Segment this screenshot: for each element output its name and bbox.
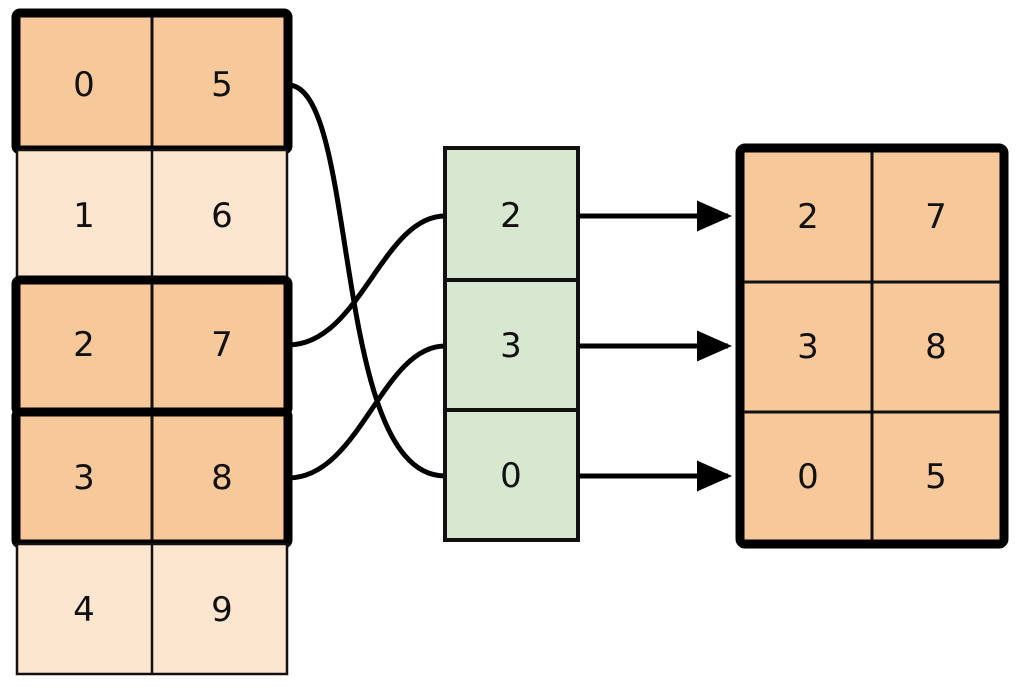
- source-row-1[interactable]: 1 6: [15, 148, 289, 282]
- connector-row0-to-index2: [285, 82, 448, 479]
- result-cell-1-1: 8: [925, 327, 947, 367]
- result-table: 2 7 3 8 0 5: [735, 143, 1009, 549]
- result-row-0[interactable]: 2 7: [797, 197, 947, 237]
- result-cell-0-1: 7: [925, 197, 947, 237]
- source-row-0[interactable]: 0 5: [11, 8, 293, 155]
- source-cell-1-1: 6: [211, 196, 233, 236]
- index-cell-0: 2: [500, 196, 522, 236]
- source-cell-2-1: 7: [211, 325, 233, 365]
- source-cell-4-0: 4: [73, 590, 95, 630]
- source-cell-4-1: 9: [211, 590, 233, 630]
- index-cell-2: 0: [500, 456, 522, 496]
- source-row-4[interactable]: 4 9: [15, 542, 289, 676]
- connector-row3-to-index1: [285, 343, 448, 481]
- result-cell-2-1: 5: [925, 457, 947, 497]
- result-row-2[interactable]: 0 5: [797, 457, 947, 497]
- result-row-1[interactable]: 3 8: [797, 327, 947, 367]
- result-cell-1-0: 3: [797, 327, 819, 367]
- result-cell-2-0: 0: [797, 457, 819, 497]
- result-arrows: [579, 200, 733, 492]
- source-table: 0 5 1 6 2 7 3 8 4 9: [11, 8, 293, 676]
- source-cell-0-0: 0: [73, 65, 95, 105]
- source-cell-3-0: 3: [73, 458, 95, 498]
- source-cell-0-1: 5: [211, 65, 233, 105]
- result-cell-0-0: 2: [797, 197, 819, 237]
- index-column-outline: [443, 146, 580, 542]
- source-cell-3-1: 8: [211, 458, 233, 498]
- source-cell-1-0: 1: [73, 196, 95, 236]
- connector-row2-to-index0: [285, 213, 448, 348]
- connector-curves: [285, 82, 448, 481]
- source-cell-2-0: 2: [73, 325, 95, 365]
- index-column: 2 3 0: [443, 146, 580, 542]
- source-row-3[interactable]: 3 8: [11, 407, 293, 549]
- index-cell-1: 3: [500, 326, 522, 366]
- source-row-2[interactable]: 2 7: [11, 275, 293, 417]
